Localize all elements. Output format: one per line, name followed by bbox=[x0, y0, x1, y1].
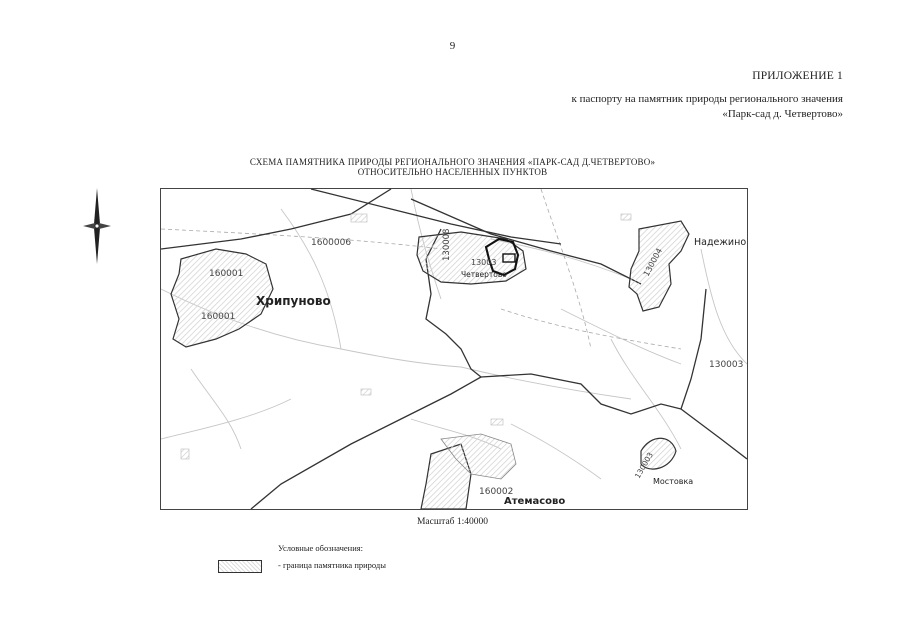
appendix-title: ПРИЛОЖЕНИЕ 1 bbox=[752, 70, 843, 82]
map-title: СХЕМА ПАМЯТНИКА ПРИРОДЫ РЕГИОНАЛЬНОГО ЗН… bbox=[0, 157, 905, 177]
settlement-nadezhino bbox=[628, 220, 690, 312]
map-scale: Масштаб 1:40000 bbox=[416, 517, 489, 527]
small-patches bbox=[180, 213, 632, 460]
label-khripunovo: Хрипуново bbox=[256, 294, 331, 308]
code-160001-bottom: 160001 bbox=[201, 312, 235, 322]
label-atemasovo: Атемасово bbox=[504, 496, 565, 507]
page-number: 9 bbox=[449, 40, 456, 52]
code-160001-top: 160001 bbox=[209, 269, 243, 279]
code-130003-right: 130003 bbox=[709, 360, 743, 370]
settlement-chetvertovo bbox=[416, 231, 527, 285]
settlement-atemasovo bbox=[420, 433, 517, 509]
settlement-khripunovo bbox=[170, 248, 274, 348]
map-frame[interactable]: Хрипуново Четвертово Надежино Мостовка А… bbox=[160, 188, 748, 510]
legend-boundary-swatch bbox=[218, 560, 262, 573]
appendix-name: «Парк-сад д. Четвертово» bbox=[722, 108, 843, 120]
legend-title: Условные обозначения: bbox=[278, 543, 364, 553]
admin-boundaries bbox=[161, 189, 747, 509]
settlement-mostovka bbox=[640, 437, 677, 470]
code-1600006: 1600006 bbox=[311, 238, 351, 248]
map-title-line1: СХЕМА ПАМЯТНИКА ПРИРОДЫ РЕГИОНАЛЬНОГО ЗН… bbox=[249, 157, 656, 167]
map-title-line2: ОТНОСИТЕЛЬНО НАСЕЛЕННЫХ ПУНКТОВ bbox=[357, 167, 548, 177]
code-160002: 160002 bbox=[479, 487, 513, 497]
compass-rose-icon bbox=[83, 188, 111, 264]
code-13003-center: 13003 bbox=[471, 258, 496, 267]
legend-boundary-label: - граница памятника природы bbox=[278, 560, 386, 570]
appendix-subtitle: к паспорту на памятник природы региональ… bbox=[571, 93, 843, 105]
code-130008: 130008 bbox=[442, 229, 452, 261]
label-nadezhino: Надежино bbox=[694, 237, 746, 248]
park-boundary bbox=[484, 237, 520, 277]
map-canvas: Хрипуново Четвертово Надежино Мостовка А… bbox=[161, 189, 747, 509]
label-mostovka: Мостовка bbox=[653, 477, 693, 486]
label-chetvertovo: Четвертово bbox=[461, 270, 507, 279]
district-boundaries bbox=[161, 189, 682, 350]
